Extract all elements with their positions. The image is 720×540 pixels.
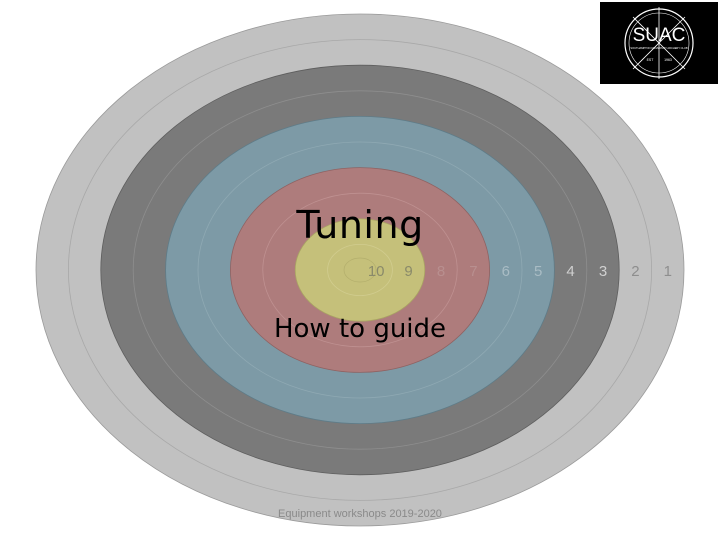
target-score-label: 9 [404, 263, 412, 280]
target-score-label: 8 [437, 263, 445, 280]
club-logo: SUAC SOUTHAMPTON UNIVERSITY ARCHERY CLUB… [600, 2, 718, 84]
target-score-label: 3 [599, 263, 607, 280]
target-score-label: 7 [469, 263, 477, 280]
target-score-label: 1 [664, 263, 672, 280]
slide-subtitle: How to guide [273, 314, 447, 344]
club-logo-year: 1963 [664, 58, 672, 62]
club-logo-emblem: SUAC SOUTHAMPTON UNIVERSITY ARCHERY CLUB… [624, 7, 694, 79]
slide-title: Tuning [296, 203, 424, 247]
target-score-label: 4 [566, 263, 574, 280]
club-logo-name: SUAC [633, 25, 686, 46]
target-score-label: 2 [631, 263, 639, 280]
target-inner-x-ring [343, 257, 377, 283]
target-score-label: 5 [534, 263, 542, 280]
club-logo-tagline: SOUTHAMPTON UNIVERSITY ARCHERY CLUB [630, 46, 687, 50]
target-ring-10 [327, 243, 393, 296]
target-score-label: 6 [502, 263, 510, 280]
slide-footer: Equipment workshops 2019-2020 [278, 508, 442, 520]
target-score-label: 10 [368, 263, 385, 280]
club-logo-est: EST [647, 58, 655, 62]
